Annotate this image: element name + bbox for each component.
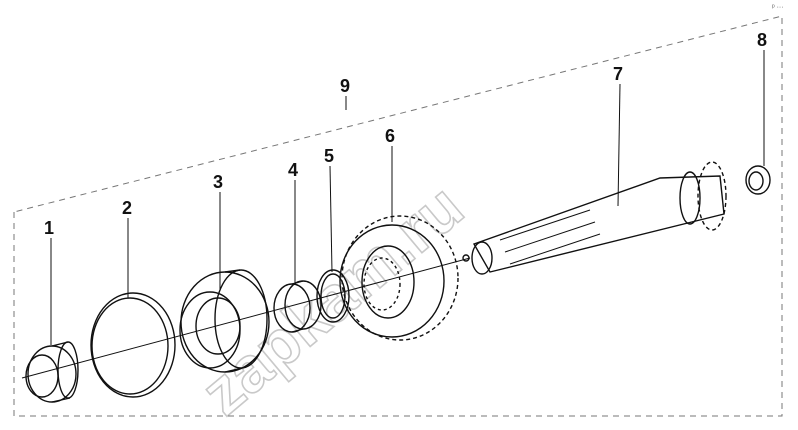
callout-1: 1 [44,218,54,238]
corner-mark: ᵖ ··· [772,4,784,11]
callout-3: 3 [213,172,223,192]
callout-6: 6 [385,126,395,146]
callout-4: 4 [288,160,298,180]
part-3-bearing-cover [179,192,270,373]
part-2-snap-ring [90,218,176,398]
callout-9: 9 [340,76,350,96]
part-7-splined-shaft [462,83,727,275]
part-1-seal [25,238,79,403]
callout-8: 8 [757,30,767,50]
part-4-bushing [273,180,322,333]
assembly-boundary [13,15,783,417]
callout-7: 7 [613,64,623,84]
callout-5: 5 [324,146,334,166]
part-6-gear [339,146,459,341]
callout-2: 2 [122,198,132,218]
watermark: zapkam.ru [188,170,477,429]
assembly-axis [21,257,471,379]
part-8-small-bushing [745,50,771,195]
